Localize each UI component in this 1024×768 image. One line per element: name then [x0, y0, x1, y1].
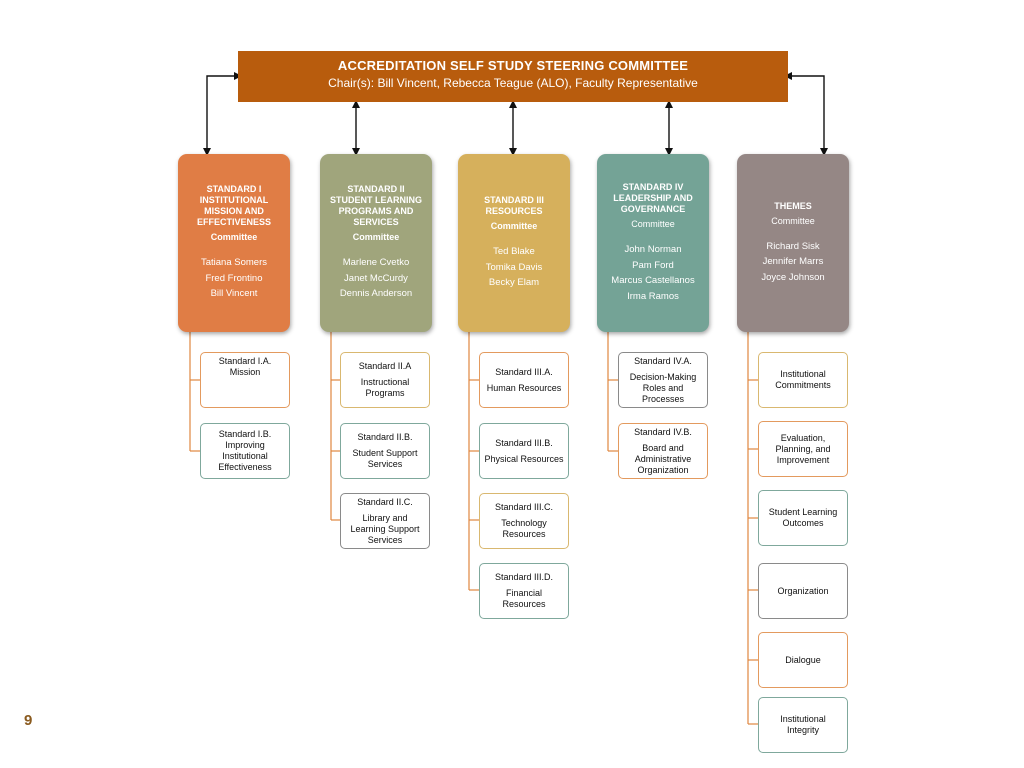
card-members: Marlene Cvetko Janet McCurdy Dennis Ande… — [339, 257, 413, 300]
sub-description: Human Resources — [486, 382, 562, 393]
sub-description: Decision-Making Roles and Processes — [629, 371, 697, 404]
sub-theme-student-learning-outcomes: Student Learning Outcomes — [758, 490, 848, 546]
sub-description: Evaluation, Planning, and Improvement — [775, 432, 831, 465]
standard-iv-card: STANDARD IV LEADERSHIP AND GOVERNANCE Co… — [597, 154, 709, 332]
standard-ii-card: STANDARD II STUDENT LEARNING PROGRAMS AN… — [320, 154, 432, 332]
sub-standard-ii-b: Standard II.B. Student Support Services — [340, 423, 430, 479]
sub-theme-organization: Organization — [758, 563, 848, 619]
sub-theme-dialogue: Dialogue — [758, 632, 848, 688]
sub-description: Technology Resources — [501, 518, 547, 539]
sub-standard-i-a: Standard I.A. Mission — [200, 352, 290, 408]
page-number: 9 — [24, 712, 33, 729]
sub-description: Mission — [229, 367, 261, 377]
sub-standard-iii-a: Standard III.A. Human Resources — [479, 352, 569, 408]
sub-heading: Standard II.A — [358, 361, 412, 371]
sub-standard-ii-c: Standard II.C. Library and Learning Supp… — [340, 493, 430, 549]
sub-heading: Standard II.B. — [357, 432, 413, 442]
card-members: Ted Blake Tomika Davis Becky Elam — [485, 246, 543, 289]
sub-heading: Standard III.A. — [495, 366, 553, 377]
sub-description: Financial Resources — [502, 588, 546, 609]
card-title: STANDARD I INSTITUTIONAL MISSION AND EFF… — [196, 184, 271, 228]
standard-iii-card: STANDARD III RESOURCES Committee Ted Bla… — [458, 154, 570, 332]
arrow-standard-i — [203, 72, 242, 156]
sub-standard-i-b: Standard I.B. Improving Institutional Ef… — [200, 423, 290, 479]
card-title: STANDARD II STUDENT LEARNING PROGRAMS AN… — [330, 184, 422, 228]
card-committee: Committee — [490, 221, 538, 232]
card-title: STANDARD IV LEADERSHIP AND GOVERNANCE — [613, 182, 693, 214]
sub-heading: Standard III.D. — [494, 572, 554, 582]
sub-standard-iii-b: Standard III.B. Physical Resources — [479, 423, 569, 479]
sub-standard-ii-a: Standard II.A Instructional Programs — [340, 352, 430, 408]
steering-committee-box: ACCREDITATION SELF STUDY STEERING COMMIT… — [238, 51, 788, 102]
sub-heading: Standard IV.A. — [634, 355, 692, 366]
sub-description: Student Learning Outcomes — [768, 507, 838, 528]
card-members: John Norman Pam Ford Marcus Castellanos … — [611, 244, 695, 302]
card-members: Richard Sisk Jennifer Marrs Joyce Johnso… — [761, 240, 825, 283]
sub-description: Organization — [777, 585, 829, 596]
sub-standard-iv-a: Standard IV.A. Decision-Making Roles and… — [618, 352, 708, 408]
sub-heading: Standard I.B. — [218, 429, 272, 439]
card-committee: Committee — [210, 232, 258, 243]
sub-standard-iii-d: Standard III.D. Financial Resources — [479, 563, 569, 619]
sub-theme-institutional-integrity: Institutional Integrity — [758, 697, 848, 753]
sub-standard-iii-c: Standard III.C. Technology Resources — [479, 493, 569, 549]
sub-heading: Standard IV.B. — [634, 426, 692, 437]
standard-i-card: STANDARD I INSTITUTIONAL MISSION AND EFF… — [178, 154, 290, 332]
sub-description: Physical Resources — [484, 453, 564, 464]
card-committee: Committee — [771, 215, 815, 226]
sub-standard-iv-b: Standard IV.B. Board and Administrative … — [618, 423, 708, 479]
steering-committee-title: ACCREDITATION SELF STUDY STEERING COMMIT… — [337, 58, 689, 73]
sub-theme-evaluation-planning: Evaluation, Planning, and Improvement — [758, 421, 848, 477]
sub-description: Dialogue — [785, 654, 821, 665]
themes-card: THEMES Committee Richard Sisk Jennifer M… — [737, 154, 849, 332]
card-members: Tatiana Somers Fred Frontino Bill Vincen… — [200, 257, 267, 300]
sub-description: Institutional Integrity — [780, 714, 826, 735]
sub-theme-institutional-commitments: Institutional Commitments — [758, 352, 848, 408]
card-committee: Committee — [631, 219, 675, 229]
steering-committee-chairs: Chair(s): Bill Vincent, Rebecca Teague (… — [328, 76, 698, 90]
arrow-themes — [784, 72, 828, 156]
sub-description: Improving Institutional Effectiveness — [218, 440, 272, 472]
sub-description: Board and Administrative Organization — [634, 442, 692, 475]
sub-description: Institutional Commitments — [775, 369, 831, 390]
sub-description: Student Support Services — [352, 448, 418, 469]
sub-heading: Standard I.A. — [218, 356, 272, 366]
sub-description: Library and Learning Support Services — [350, 512, 420, 545]
sub-tree-lines — [189, 332, 758, 725]
sub-heading: Standard III.C. — [494, 502, 554, 512]
card-title: THEMES — [774, 200, 812, 211]
sub-description: Instructional Programs — [360, 377, 410, 398]
card-committee: Committee — [352, 232, 400, 243]
sub-heading: Standard III.B. — [495, 437, 553, 448]
card-title: STANDARD III RESOURCES — [484, 195, 544, 217]
sub-heading: Standard II.C. — [357, 496, 413, 507]
